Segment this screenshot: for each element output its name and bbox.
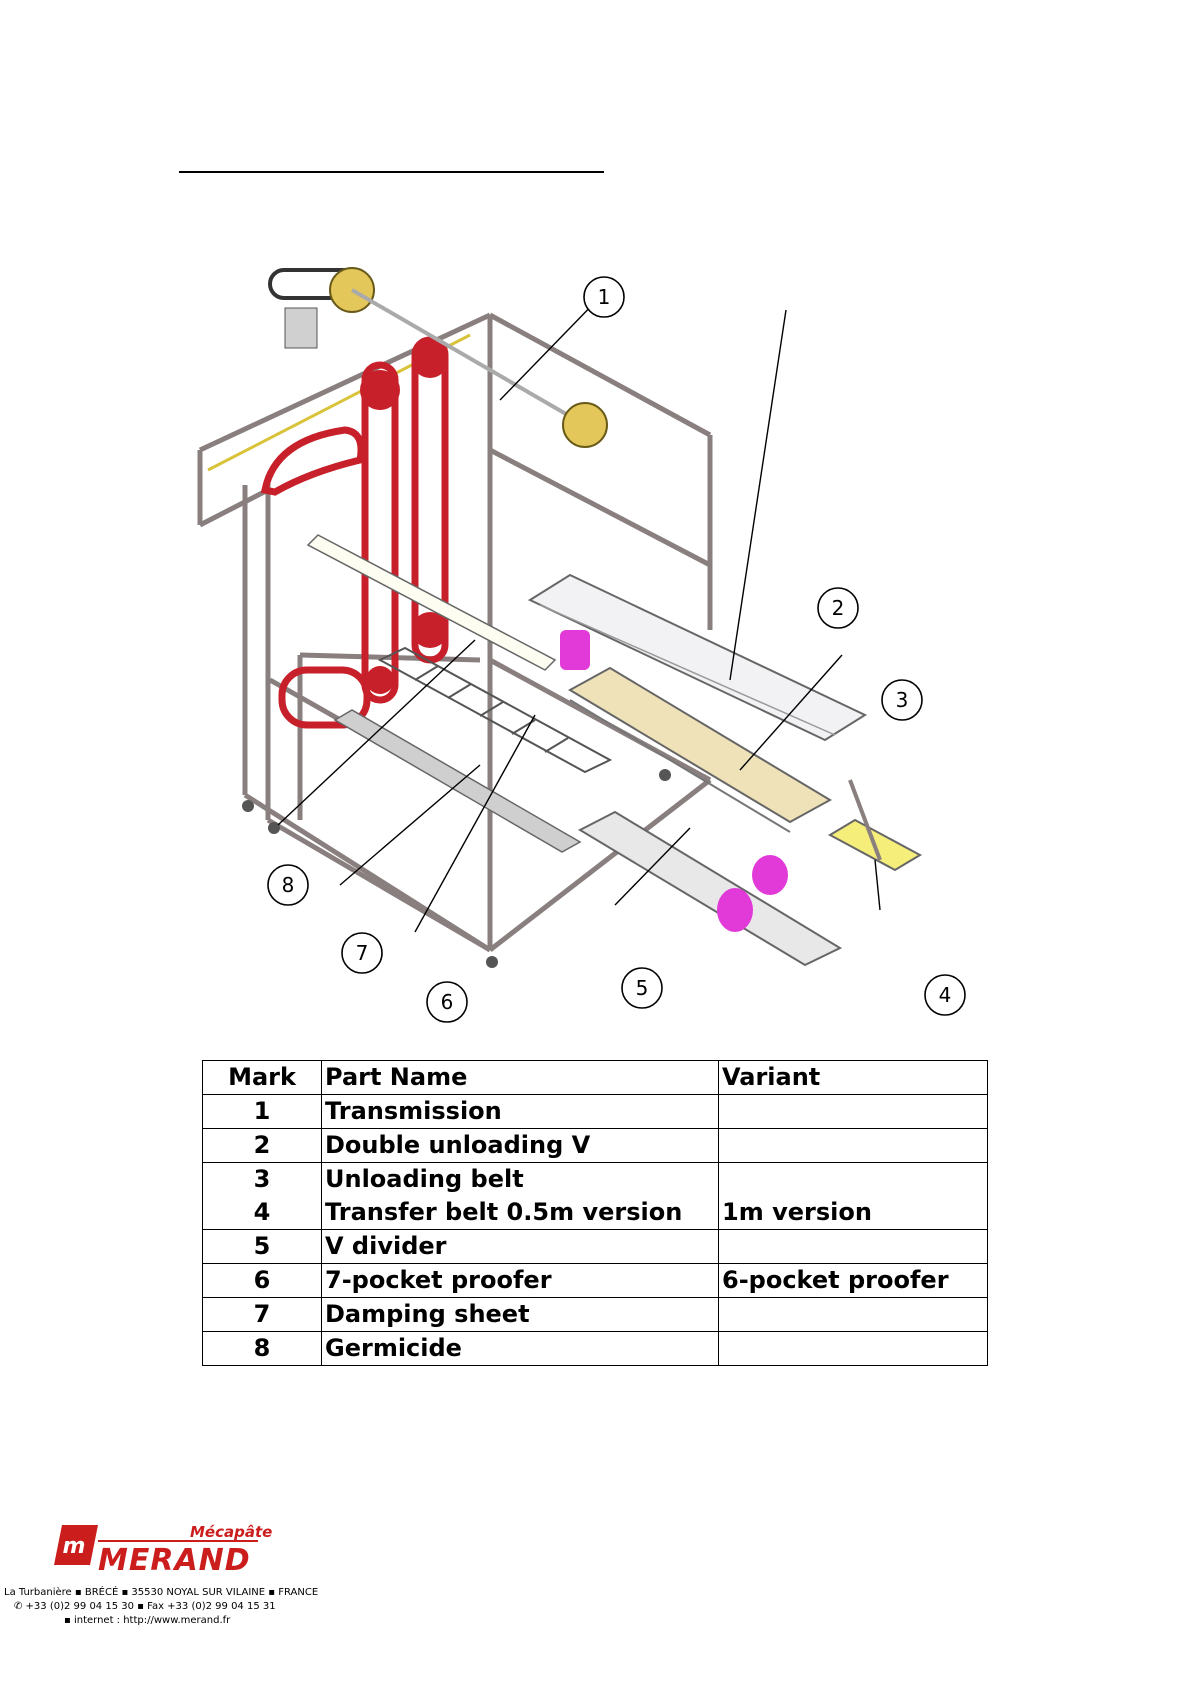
transmission xyxy=(268,267,608,448)
transfer-belt xyxy=(827,779,923,872)
table-row: 8 Germicide xyxy=(202,1331,988,1366)
callout-3: 3 xyxy=(881,679,923,721)
header-mark: Mark xyxy=(202,1060,322,1095)
brand-subtitle: Mécapâte xyxy=(190,1523,273,1541)
row-mark: 1 xyxy=(202,1094,322,1129)
phone-line: ✆ +33 (0)2 99 04 15 30 ▪ Fax +33 (0)2 99… xyxy=(14,1601,276,1612)
svg-text:5: 5 xyxy=(636,976,649,1000)
row-variant xyxy=(718,1094,988,1129)
row-variant: 6-pocket proofer xyxy=(718,1263,988,1298)
row-mark: 6 xyxy=(202,1263,322,1298)
table-row: 3 4 Unloading belt Transfer belt 0.5m ve… xyxy=(202,1162,988,1230)
table-row: 7 Damping sheet xyxy=(202,1297,988,1332)
callout-6: 6 xyxy=(426,981,468,1023)
row-mark: 3 xyxy=(253,1165,271,1193)
svg-text:3: 3 xyxy=(896,688,909,712)
brand-name: MERAND xyxy=(98,1543,251,1578)
header-part-name: Part Name xyxy=(321,1060,719,1095)
unloading-belt xyxy=(567,666,833,833)
title-underline xyxy=(179,171,604,173)
row-mark: 2 xyxy=(202,1128,322,1163)
row-part-name: Transfer belt 0.5m version xyxy=(325,1198,683,1226)
svg-text:7: 7 xyxy=(356,941,369,965)
svg-text:2: 2 xyxy=(832,596,845,620)
svg-text:1: 1 xyxy=(598,285,611,309)
header-variant: Variant xyxy=(718,1060,988,1095)
row-mark: 7 xyxy=(202,1297,322,1332)
row-mark: 8 xyxy=(202,1331,322,1366)
row-part-name: Unloading belt xyxy=(325,1165,524,1193)
row-mark: 5 xyxy=(202,1229,322,1264)
table-row: 1 Transmission xyxy=(202,1094,988,1129)
row-part-name: 7-pocket proofer xyxy=(321,1263,719,1298)
row-part-name: Germicide xyxy=(321,1331,719,1366)
svg-text:m: m xyxy=(63,1534,86,1559)
germicide-beam xyxy=(306,534,557,671)
row-part-name: V divider xyxy=(321,1229,719,1264)
row-variant: 1m version xyxy=(718,1162,988,1230)
svg-text:6: 6 xyxy=(441,990,454,1014)
table-row: 5 V divider xyxy=(202,1229,988,1264)
table-row: 2 Double unloading V xyxy=(202,1128,988,1163)
callout-1: 1 xyxy=(583,276,625,318)
row-part-name: Double unloading V xyxy=(321,1128,719,1163)
svg-text:8: 8 xyxy=(282,873,295,897)
callout-8: 8 xyxy=(267,864,309,906)
parts-table: Mark Part Name Variant 1 Transmission 2 … xyxy=(202,1060,988,1366)
proofer-pockets xyxy=(377,646,613,774)
row-variant xyxy=(718,1331,988,1366)
sprockets xyxy=(360,342,448,694)
row-part-name: Damping sheet xyxy=(321,1297,719,1332)
address-line: La Turbanière ▪ BRÉCÉ ▪ 35530 NOYAL SUR … xyxy=(4,1587,319,1598)
casters xyxy=(242,769,671,968)
callout-4: 4 xyxy=(924,974,966,1016)
row-part-name: Transmission xyxy=(321,1094,719,1129)
callout-2: 2 xyxy=(817,587,859,629)
leader-lines xyxy=(277,294,881,933)
web-line: ▪ internet : http://www.merand.fr xyxy=(64,1615,231,1626)
table-row: 6 7-pocket proofer 6-pocket proofer xyxy=(202,1263,988,1298)
damping-sheet xyxy=(333,709,582,853)
double-unloading-v xyxy=(527,573,868,742)
callout-5: 5 xyxy=(621,967,663,1009)
machine-exploded-diagram: 1 2 3 4 5 6 7 8 xyxy=(197,267,966,1023)
table-header-row: Mark Part Name Variant xyxy=(202,1060,988,1095)
callout-7: 7 xyxy=(341,932,383,974)
row-variant xyxy=(718,1229,988,1264)
company-logo-block: m Mécapâte MERAND La Turbanière ▪ BRÉCÉ … xyxy=(0,1515,340,1630)
row-mark-merged: 3 4 xyxy=(202,1162,322,1230)
row-mark: 4 xyxy=(253,1198,271,1226)
brand-line xyxy=(98,1540,258,1542)
row-variant xyxy=(718,1297,988,1332)
merand-logo-icon: m xyxy=(54,1525,98,1565)
v-divider xyxy=(577,810,843,967)
row-part-name-merged: Unloading belt Transfer belt 0.5m versio… xyxy=(321,1162,719,1230)
svg-text:4: 4 xyxy=(939,983,952,1007)
row-variant xyxy=(718,1128,988,1163)
chains xyxy=(260,336,449,729)
